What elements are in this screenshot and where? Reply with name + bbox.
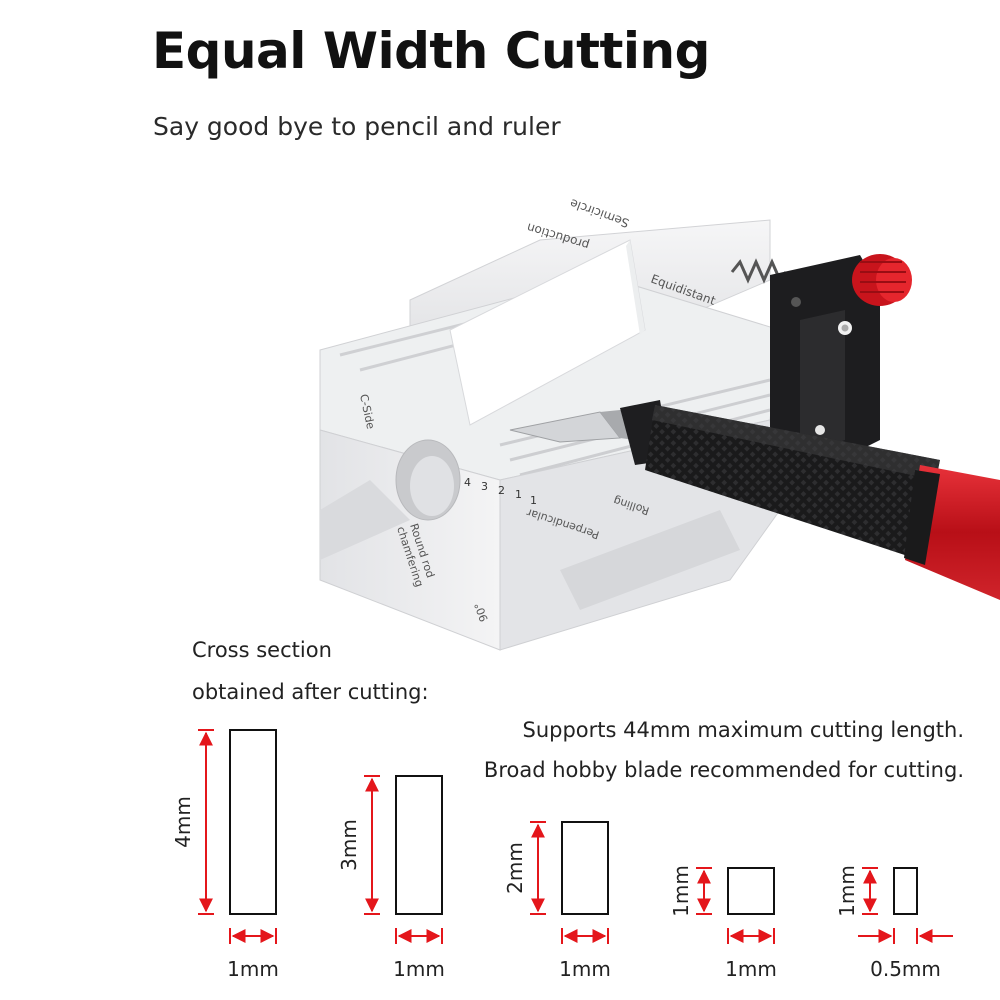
jig-front-v-groove xyxy=(320,480,410,560)
cross-section-diagram: 4mm 1mm 3mm 1mm 2mm 1mm 1mm 1mm 1mm 0.5mm xyxy=(171,729,953,981)
slot-number: 1 xyxy=(530,494,537,507)
cross-section-heading-line1: Cross section xyxy=(192,638,332,662)
width-label: 0.5mm xyxy=(870,957,941,981)
section-rect xyxy=(893,867,918,915)
height-label: 3mm xyxy=(337,819,361,871)
label-angle: 90° xyxy=(472,601,491,624)
note-blade-recommendation: Broad hobby blade recommended for cuttin… xyxy=(483,758,964,782)
slot-number: 1 xyxy=(515,488,522,501)
page-title: Equal Width Cutting xyxy=(152,22,710,80)
label-semicircle: Semicircle xyxy=(568,196,631,230)
slot-number: 3 xyxy=(481,480,488,493)
jig-slot-channel xyxy=(560,510,740,610)
height-label: 1mm xyxy=(835,865,859,917)
width-label: 1mm xyxy=(227,957,279,981)
note-max-length: Supports 44mm maximum cutting length. xyxy=(522,718,964,742)
slot-number: 2 xyxy=(498,484,505,497)
cutting-jig-illustration: Semicircle production Equidistant C-Side… xyxy=(319,196,1000,651)
height-label: 2mm xyxy=(503,842,527,894)
slot-number: 4 xyxy=(464,476,471,489)
cross-section-heading-line2: obtained after cutting: xyxy=(192,680,429,704)
height-label: 1mm xyxy=(669,865,693,917)
height-label: 4mm xyxy=(171,796,195,848)
section-rect xyxy=(395,775,443,915)
knife-grip xyxy=(645,405,940,560)
hobby-knife xyxy=(509,400,1000,600)
page-subtitle: Say good bye to pencil and ruler xyxy=(153,112,561,141)
width-label: 1mm xyxy=(725,957,777,981)
section-rect xyxy=(561,821,609,915)
width-label: 1mm xyxy=(393,957,445,981)
width-label: 1mm xyxy=(559,957,611,981)
slot-number-labels: 4 3 2 1 1 xyxy=(464,476,537,507)
section-rect xyxy=(229,729,277,915)
red-knob xyxy=(852,254,912,306)
section-rect xyxy=(727,867,775,915)
